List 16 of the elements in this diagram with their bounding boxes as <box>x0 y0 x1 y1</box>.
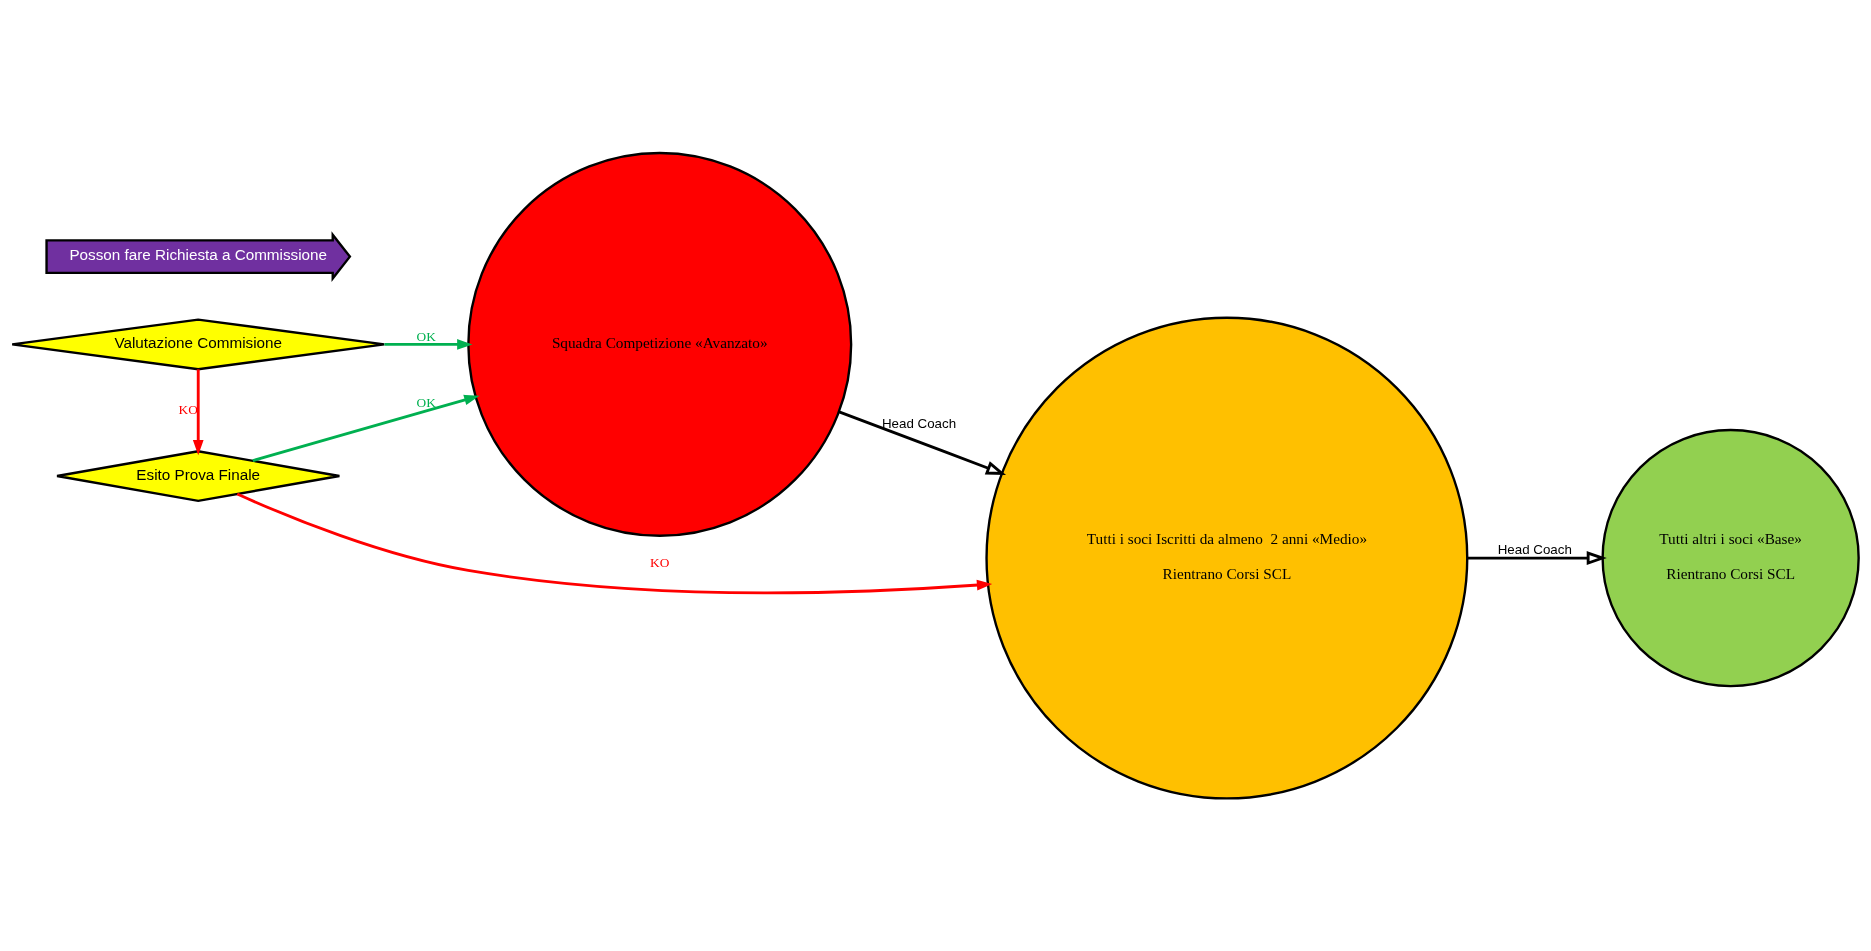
node-diamond: Esito Prova Finale <box>55 450 341 503</box>
arrow <box>1467 551 1607 566</box>
edge-label: KO <box>178 401 198 417</box>
edge-label: KO <box>650 554 670 570</box>
arrow <box>838 410 1007 475</box>
node-circle: Tutti altri i soci «Base» Rientrano Corsi SCL <box>1601 428 1860 688</box>
node-diamond: Valutazione Commisione <box>11 318 386 371</box>
arrow <box>192 369 204 456</box>
edge-label: Head Coach <box>1497 542 1572 558</box>
node-circle: Squadra Competizione «Avanzato» <box>467 151 853 537</box>
edge-label: Head Coach <box>881 415 957 431</box>
edge-label: OK <box>416 328 436 344</box>
arrow <box>384 339 473 350</box>
edge-label: OK <box>416 394 436 410</box>
arrow <box>252 394 480 463</box>
arrow <box>236 492 993 595</box>
